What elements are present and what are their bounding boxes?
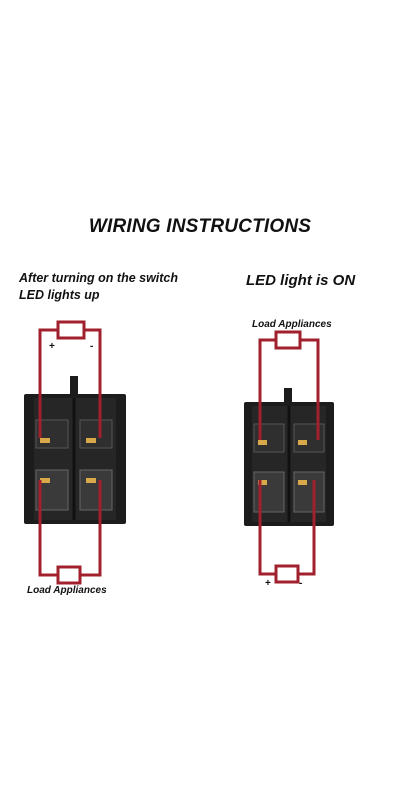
- right-switch-tab: [284, 388, 292, 406]
- left-caption-line2: LED lights up: [19, 288, 100, 302]
- left-switch-tab: [70, 376, 78, 398]
- right-plus-sign: +: [265, 578, 271, 589]
- page-title: WIRING INSTRUCTIONS: [88, 216, 312, 237]
- left-caption: After turning on the switch LED lights u…: [19, 270, 178, 304]
- left-contact-bl: [40, 478, 50, 483]
- right-load-label: Load Appliances: [252, 319, 332, 330]
- left-top-wire: [38, 328, 102, 438]
- left-load-component: [56, 565, 82, 585]
- left-terminal-br: [79, 469, 113, 511]
- right-bottom-wire: [258, 480, 316, 576]
- left-contact-tr: [86, 438, 96, 443]
- left-contact-tl: [40, 438, 50, 443]
- right-top-wire: [258, 338, 320, 440]
- left-minus-sign: -: [90, 341, 93, 352]
- right-minus-sign: -: [299, 578, 302, 589]
- left-caption-line1: After turning on the switch: [19, 271, 179, 285]
- right-contact-tl: [258, 440, 267, 445]
- right-load-component: [274, 330, 302, 350]
- left-terminal-tr: [79, 419, 113, 449]
- right-terminal-br: [293, 471, 325, 513]
- right-contact-bl: [258, 480, 267, 485]
- left-contact-br: [86, 478, 96, 483]
- left-led-component: [56, 320, 86, 340]
- right-led-component: [274, 564, 300, 584]
- right-contact-tr: [298, 440, 307, 445]
- right-caption: LED light is ON: [246, 272, 356, 289]
- left-plus-sign: +: [49, 341, 55, 352]
- right-switch: [244, 388, 334, 526]
- left-load-label: Load Appliances: [27, 585, 107, 596]
- left-bottom-wire: [38, 480, 102, 577]
- right-contact-br: [298, 480, 307, 485]
